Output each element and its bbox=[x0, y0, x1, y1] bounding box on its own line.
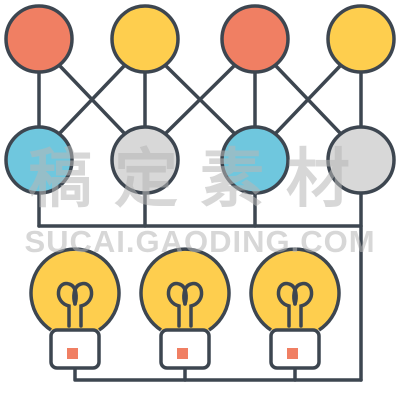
filament-right bbox=[292, 281, 314, 328]
node-middle-2 bbox=[110, 125, 180, 195]
bus-line bbox=[37, 224, 363, 382]
cross-link bbox=[273, 63, 343, 136]
filament-left bbox=[166, 281, 188, 328]
node-top-2 bbox=[110, 4, 180, 74]
nodes bbox=[4, 4, 396, 195]
node-top-1 bbox=[4, 4, 74, 74]
bulb-base-accent bbox=[177, 348, 188, 359]
filament-left bbox=[56, 281, 78, 328]
node-top-4 bbox=[326, 4, 396, 74]
lightbulb-icon bbox=[139, 247, 231, 370]
filament-right bbox=[72, 281, 94, 328]
filament-left bbox=[276, 281, 298, 328]
lightbulb-icon bbox=[29, 247, 121, 370]
cross-link bbox=[57, 63, 127, 136]
node-middle-3 bbox=[220, 125, 290, 195]
node-middle-4 bbox=[326, 125, 396, 195]
lightbulb-icon bbox=[249, 247, 341, 370]
cross-link bbox=[163, 63, 237, 136]
connection-lines bbox=[37, 63, 363, 382]
node-top-3 bbox=[220, 4, 290, 74]
lightbulbs bbox=[29, 247, 341, 370]
bulb-base-accent bbox=[67, 348, 78, 359]
bulb-base-accent bbox=[287, 348, 298, 359]
bottom-wire bbox=[73, 366, 363, 382]
node-middle-1 bbox=[4, 125, 74, 195]
filament-right bbox=[182, 281, 204, 328]
